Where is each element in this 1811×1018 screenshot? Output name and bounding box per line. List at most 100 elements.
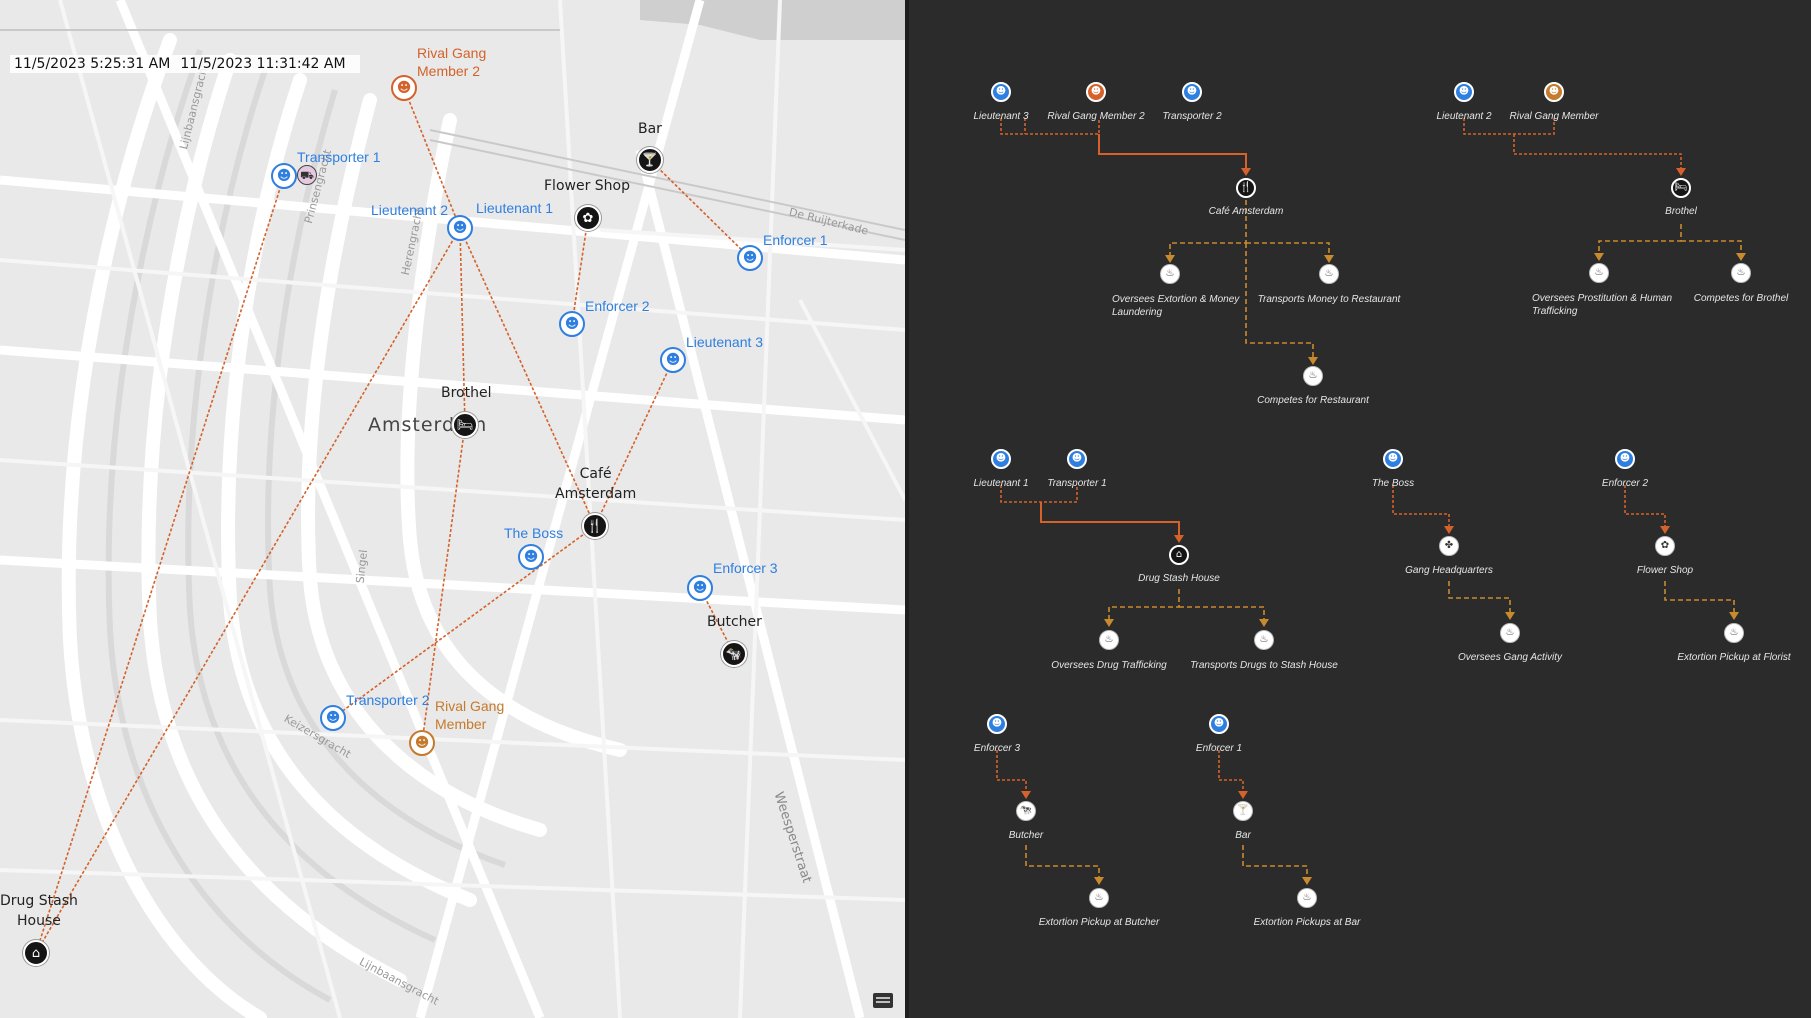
jar-icon: ⌂ — [31, 945, 41, 961]
marker-enforcer-3[interactable]: ☻ — [687, 575, 713, 601]
cocktail-icon: 🍸 — [1236, 805, 1250, 816]
flower-icon: ✿ — [582, 210, 594, 226]
marker-transporter-2[interactable]: ☻ — [320, 705, 346, 731]
person-icon: ☻ — [1071, 453, 1083, 464]
person-icon: ☻ — [1458, 86, 1470, 97]
graph-node-extortion-pickups-bar[interactable]: ♨ — [1297, 888, 1317, 908]
marker-transporter-1[interactable]: ☻ — [271, 163, 297, 189]
marker-flower-shop[interactable]: ✿ — [575, 205, 601, 231]
marker-brothel[interactable]: 🛏 — [452, 412, 478, 438]
graph-node-brothel[interactable]: 🛏 — [1671, 178, 1691, 198]
person-icon: ☻ — [991, 718, 1003, 729]
marker-cafe-amsterdam[interactable]: 🍴 — [582, 513, 608, 539]
marker-butcher[interactable]: 🐄 — [721, 641, 747, 667]
fire-icon: ♨ — [1505, 627, 1515, 638]
graph-node-cafe-amsterdam[interactable]: 🍴 — [1236, 178, 1256, 198]
graph-label-gang-headquarters: Gang Headquarters — [1405, 565, 1493, 576]
person-icon: ☻ — [665, 352, 681, 368]
graph-node-competes-brothel[interactable]: ♨ — [1731, 263, 1751, 283]
graph-node-the-boss[interactable]: ☻ — [1383, 449, 1403, 469]
person-icon: ☻ — [995, 86, 1007, 97]
graph-label-transporter-2: Transporter 2 — [1162, 111, 1222, 122]
graph-node-flower-shop[interactable]: ✿ — [1655, 536, 1675, 556]
link-graph[interactable]: ☻ Lieutenant 3 ☻ Rival Gang Member 2 ☻ T… — [909, 0, 1811, 1018]
graph-node-drug-stash-house[interactable]: ⌂ — [1169, 545, 1189, 565]
label-lieutenant-2: Lieutenant 2 — [371, 202, 449, 218]
fire-icon: ♨ — [1302, 892, 1312, 903]
graph-node-extortion-pickup-florist[interactable]: ♨ — [1724, 623, 1744, 643]
map-background — [0, 0, 905, 1018]
person-masked-icon: ☻ — [1090, 86, 1102, 97]
graph-label-oversees-drug-trafficking: Oversees Drug Trafficking — [1051, 660, 1167, 671]
marker-vehicle[interactable]: ⛟ — [297, 165, 317, 185]
graph-label-lieutenant-1: Lieutenant 1 — [973, 478, 1029, 489]
jar-icon: ⌂ — [1175, 549, 1183, 560]
marker-bar[interactable]: 🍸 — [637, 147, 663, 173]
person-icon: ☻ — [276, 168, 292, 184]
label-flower-shop: Flower Shop — [544, 178, 630, 194]
graph-label-extortion-pickups-bar: Extortion Pickups at Bar — [1253, 917, 1361, 928]
label-enforcer-1: Enforcer 1 — [763, 232, 828, 248]
graph-label-transporter-1: Transporter 1 — [1047, 478, 1107, 489]
marker-lieutenant-3[interactable]: ☻ — [660, 347, 686, 373]
panel-divider[interactable] — [905, 0, 909, 1018]
person-icon: ☻ — [742, 250, 758, 266]
graph-node-lieutenant-3[interactable]: ☻ — [991, 82, 1011, 102]
graph-label-oversees-extortion-laundering: Oversees Extortion & Money Laundering — [1112, 294, 1240, 318]
graph-node-oversees-prostitution[interactable]: ♨ — [1589, 263, 1609, 283]
graph-node-oversees-extortion-laundering[interactable]: ♨ — [1160, 264, 1180, 284]
graph-node-transporter-2[interactable]: ☻ — [1182, 82, 1202, 102]
marker-rival-gang-member-2[interactable]: ☻ — [391, 75, 417, 101]
graph-label-the-boss: The Boss — [1371, 478, 1415, 489]
graph-node-butcher[interactable]: 🐄 — [1016, 801, 1036, 821]
graph-label-bar: Bar — [1235, 830, 1251, 841]
person-masked-icon: ☻ — [414, 735, 430, 751]
graph-node-gang-headquarters[interactable]: ✤ — [1439, 536, 1459, 556]
label-drug-stash-house: Drug Stash House — [0, 893, 78, 929]
fire-icon: ♨ — [1308, 370, 1318, 381]
marker-rival-gang-member[interactable]: ☻ — [409, 730, 435, 756]
graph-node-oversees-drug-trafficking[interactable]: ♨ — [1099, 630, 1119, 650]
graph-node-competes-restaurant[interactable]: ♨ — [1303, 366, 1323, 386]
graph-label-extortion-pickup-florist: Extortion Pickup at Florist — [1677, 652, 1791, 663]
layers-icon — [873, 993, 893, 1008]
marker-the-boss[interactable]: ☻ — [518, 544, 544, 570]
map-layers-button[interactable] — [872, 990, 894, 1010]
graph-node-transporter-1[interactable]: ☻ — [1067, 449, 1087, 469]
marker-enforcer-1[interactable]: ☻ — [737, 245, 763, 271]
marker-drug-stash-house[interactable]: ⌂ — [23, 940, 49, 966]
graph-node-rival-gang-member[interactable]: ☻ — [1544, 82, 1564, 102]
marker-lieutenant-2[interactable]: ☻ — [447, 215, 473, 241]
label-bar: Bar — [638, 121, 662, 137]
fire-icon: ♨ — [1324, 268, 1334, 279]
person-icon: ☻ — [1619, 453, 1631, 464]
graph-label-drug-stash-house: Drug Stash House — [1138, 573, 1220, 584]
fire-icon: ♨ — [1729, 627, 1739, 638]
graph-label-transports-drugs: Transports Drugs to Stash House — [1190, 660, 1338, 671]
person-icon: ☻ — [1387, 453, 1399, 464]
timestamp-start: 11/5/2023 5:25:31 AM — [14, 56, 171, 72]
flower-icon: ✿ — [1660, 540, 1670, 551]
label-lieutenant-1: Lieutenant 1 — [476, 200, 554, 216]
fire-icon: ♨ — [1094, 892, 1104, 903]
graph-node-rival-gang-member-2[interactable]: ☻ — [1086, 82, 1106, 102]
graph-node-lieutenant-2[interactable]: ☻ — [1454, 82, 1474, 102]
graph-node-transports-money[interactable]: ♨ — [1319, 264, 1339, 284]
graph-label-brothel: Brothel — [1665, 206, 1697, 217]
graph-node-enforcer-1[interactable]: ☻ — [1209, 714, 1229, 734]
graph-node-enforcer-3[interactable]: ☻ — [987, 714, 1007, 734]
marker-enforcer-2[interactable]: ☻ — [559, 311, 585, 337]
label-the-boss: The Boss — [504, 525, 564, 541]
person-icon: ☻ — [1213, 718, 1225, 729]
graph-node-bar[interactable]: 🍸 — [1233, 801, 1253, 821]
graph-node-extortion-pickup-butcher[interactable]: ♨ — [1089, 888, 1109, 908]
graph-node-lieutenant-1[interactable]: ☻ — [991, 449, 1011, 469]
label-butcher: Butcher — [707, 614, 762, 630]
graph-node-transports-drugs[interactable]: ♨ — [1254, 630, 1274, 650]
map-view[interactable]: De Ruijterkade Lijnbaansgracht Prinsengr… — [0, 0, 905, 1018]
graph-label-competes-restaurant: Competes for Restaurant — [1257, 395, 1369, 406]
graph-node-enforcer-2[interactable]: ☻ — [1615, 449, 1635, 469]
cutlery-icon: 🍴 — [1239, 182, 1253, 193]
graph-node-oversees-gang-activity[interactable]: ♨ — [1500, 623, 1520, 643]
